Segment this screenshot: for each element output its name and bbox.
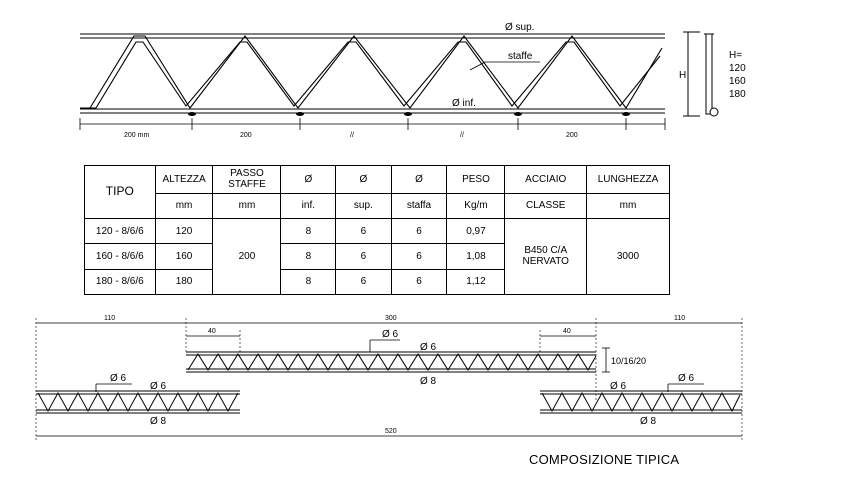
label-mid-phi6: Ø 6	[420, 342, 437, 353]
composition-drawing	[35, 318, 743, 440]
header-passo-unit: mm	[212, 192, 282, 219]
dim-200-a: 200	[240, 132, 252, 139]
label-height-180: 180	[729, 89, 746, 100]
label-stirrups: staffe	[508, 51, 533, 62]
dim-height-range: 10/16/20	[611, 356, 646, 366]
label-mid-phi6-top: Ø 6	[382, 329, 399, 340]
left-truss	[36, 390, 240, 414]
label-height-symbol: H	[679, 70, 686, 81]
label-height-120: 120	[729, 63, 746, 74]
cell-altezza: 160	[154, 243, 214, 270]
label-left-phi8: Ø 8	[150, 416, 167, 427]
label-right-phi8: Ø 8	[640, 416, 657, 427]
dim-middle: 300	[385, 315, 397, 322]
header-phi-inf-symbol: Ø	[280, 165, 337, 194]
cell-staffa: 6	[390, 243, 448, 270]
header-phi-sup-symbol: Ø	[335, 165, 392, 194]
label-right-phi6-top: Ø 6	[678, 373, 695, 384]
side-profile	[705, 33, 713, 115]
header-altezza-unit: mm	[154, 192, 214, 219]
label-height-160: 160	[729, 76, 746, 87]
cell-tipo: 180 - 8/6/6	[84, 268, 156, 296]
cell-sup: 6	[335, 268, 392, 296]
stirrups	[80, 35, 663, 109]
dim-continue-a: //	[350, 132, 354, 139]
cell-staffa: 6	[390, 268, 448, 296]
cell-altezza: 120	[154, 217, 214, 245]
label-top-chord: Ø sup.	[505, 22, 534, 33]
header-peso: PESO	[446, 165, 506, 194]
header-sup: sup.	[335, 192, 392, 219]
dim-overlap-left: 40	[208, 328, 216, 335]
top-truss	[79, 31, 719, 130]
label-height-prefix: H=	[729, 50, 742, 61]
header-inf: inf.	[280, 192, 337, 219]
dim-left-overhang: 110	[104, 315, 115, 322]
header-altezza: ALTEZZA	[154, 165, 214, 194]
cell-sup: 6	[335, 243, 392, 270]
label-bottom-chord: Ø inf.	[452, 98, 476, 109]
header-classe: CLASSE	[504, 192, 587, 219]
middle-truss	[186, 351, 597, 373]
cell-passo: 200	[212, 217, 282, 296]
cell-tipo: 120 - 8/6/6	[84, 217, 156, 245]
header-staffa: staffa	[390, 192, 448, 219]
cell-staffa: 6	[390, 217, 448, 245]
header-lunghezza: LUNGHEZZA	[585, 165, 671, 194]
label-right-phi6: Ø 6	[610, 381, 627, 392]
dim-200-b: 200	[566, 132, 578, 139]
label-mid-phi8: Ø 8	[420, 376, 437, 387]
header-acciaio: ACCIAIO	[504, 165, 587, 194]
dim-continue-b: //	[460, 132, 464, 139]
table-row: 180 - 8/6/6 180 8 6 6 1,12	[84, 268, 670, 296]
cell-peso: 1,08	[446, 243, 506, 270]
cell-inf: 8	[280, 243, 337, 270]
cell-lunghezza: 3000	[585, 217, 671, 296]
drawing-caption: COMPOSIZIONE TIPICA	[529, 452, 680, 467]
dim-total: 520	[385, 428, 397, 435]
dim-right-overhang: 110	[674, 315, 685, 322]
right-truss	[540, 390, 742, 414]
header-phi-staffa-symbol: Ø	[390, 165, 448, 194]
dim-overlap-right: 40	[563, 328, 571, 335]
label-left-phi6-top: Ø 6	[110, 373, 127, 384]
cell-inf: 8	[280, 268, 337, 296]
dim-200mm: 200 mm	[124, 132, 149, 139]
cell-peso: 1,12	[446, 268, 506, 296]
cell-peso: 0,97	[446, 217, 506, 245]
header-tipo: TIPO	[84, 165, 156, 219]
weld-points	[188, 112, 630, 116]
cell-sup: 6	[335, 217, 392, 245]
header-lunghezza-unit: mm	[585, 192, 671, 219]
cell-tipo: 160 - 8/6/6	[84, 243, 156, 270]
cell-altezza: 180	[154, 268, 214, 296]
cell-inf: 8	[280, 217, 337, 245]
label-left-phi6: Ø 6	[150, 381, 167, 392]
header-kgm: Kg/m	[446, 192, 506, 219]
